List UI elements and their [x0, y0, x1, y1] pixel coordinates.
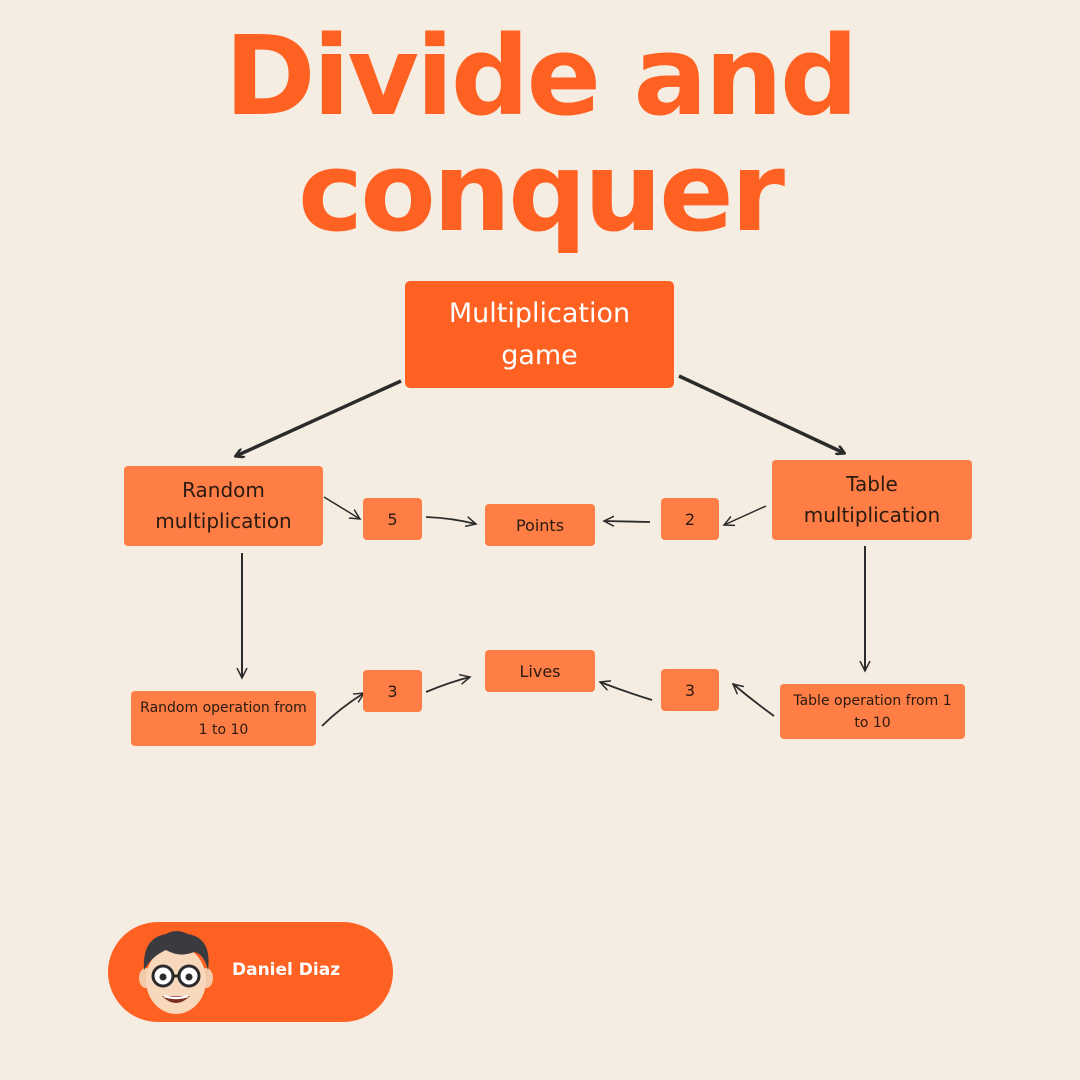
node-multiplication-game: Multiplication game [405, 281, 674, 388]
node-random-points-value: 5 [363, 498, 422, 540]
node-table-lives-value: 3 [661, 669, 719, 711]
node-table-operation: Table operation from 1 to 10 [780, 684, 965, 739]
node-table-points-value: 2 [661, 498, 719, 540]
page-title: Divide and conquer [0, 18, 1080, 250]
arrow-three-to-lives [425, 677, 470, 693]
node-random-lives-value: 3 [363, 670, 422, 712]
author-name: Daniel Diaz [232, 960, 341, 980]
title-line-2: conquer [298, 128, 785, 256]
node-points: Points [485, 504, 595, 546]
arrow-random-to-five [323, 496, 360, 519]
arrow-tableop-to-three [733, 684, 775, 717]
author-badge: Daniel Diaz [108, 922, 393, 1022]
node-random-multiplication: Random multiplication [124, 466, 323, 546]
arrow-three-to-lives-right [600, 682, 653, 701]
cartoon-face-with-glasses-icon [139, 931, 213, 1014]
arrow-root-to-table [678, 374, 844, 453]
arrow-two-to-points [604, 521, 651, 522]
node-table-multiplication: Table multiplication [772, 460, 972, 540]
arrow-randomop-to-three [321, 693, 364, 727]
arrow-root-to-random [236, 379, 402, 456]
node-lives: Lives [485, 650, 595, 692]
node-random-operation: Random operation from 1 to 10 [131, 691, 316, 746]
title-line-1: Divide and [224, 12, 858, 140]
arrow-table-to-two [724, 505, 767, 525]
arrow-five-to-points [425, 516, 476, 524]
